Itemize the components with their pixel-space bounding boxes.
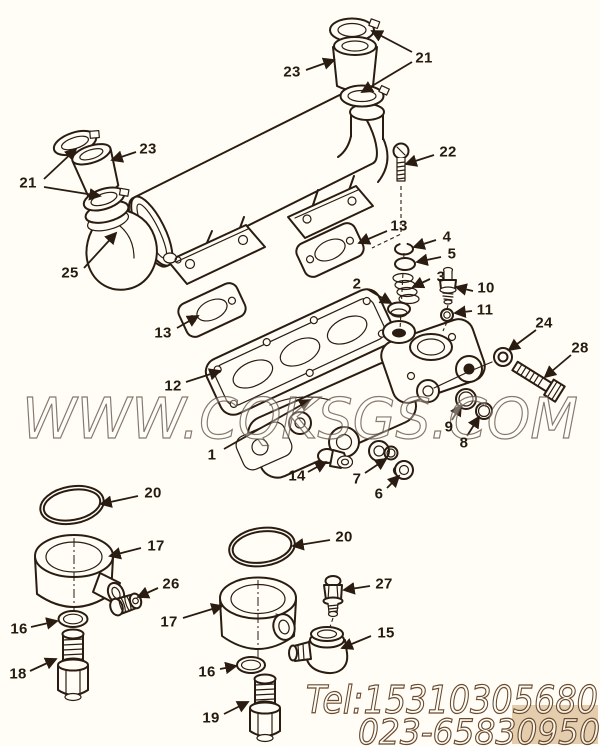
- callout-21-top-right: 21: [415, 49, 433, 67]
- plug-6: [392, 460, 414, 480]
- callout-25: 25: [61, 264, 79, 282]
- washer-24: [493, 347, 513, 367]
- contact-line1: Tel:15310305680: [306, 678, 598, 722]
- callout-20-left: 20: [144, 484, 162, 502]
- mounting-foot-rear: [287, 175, 374, 239]
- callout-17-right: 17: [160, 613, 178, 631]
- oring-20-left: [39, 484, 105, 526]
- hose-assembly-top-left: [52, 129, 130, 212]
- contact-line2: 023-65830950: [358, 713, 600, 746]
- callout-9: 9: [444, 418, 454, 436]
- hose-assembly-top-right: [329, 17, 390, 108]
- callout-10: 10: [477, 279, 495, 297]
- callout-7: 7: [352, 470, 362, 488]
- watermark-text: WWW.CQKSGS.COM: [22, 387, 578, 452]
- callout-1: 1: [207, 446, 217, 464]
- callout-16-left: 16: [10, 620, 28, 638]
- adapter-18: [57, 628, 89, 702]
- gasket-13-left: [177, 282, 247, 338]
- filter-adapter-housing-left: [34, 534, 126, 618]
- callout-21-top-left: 21: [19, 174, 37, 192]
- plug-27: [322, 575, 344, 631]
- callout-4: 4: [442, 228, 452, 246]
- oring-11: [440, 308, 454, 332]
- bolt-28: [511, 360, 566, 403]
- callout-13-right: 13: [390, 217, 408, 235]
- mounting-foot-front: [167, 216, 266, 285]
- callout-18: 18: [9, 665, 27, 683]
- adapter-19: [249, 673, 281, 743]
- callout-8: 8: [459, 434, 469, 452]
- elbow-15: [288, 626, 349, 674]
- date-stamp: [512, 705, 598, 744]
- callout-17-left: 17: [147, 537, 165, 555]
- callout-14: 14: [288, 467, 306, 485]
- plug-14: [317, 448, 354, 469]
- cooler-outlet-elbow: [337, 103, 389, 183]
- oring-7: [383, 445, 399, 461]
- callout-13-left: 13: [154, 324, 172, 342]
- callout-23-top-right: 23: [283, 63, 301, 81]
- callout-27: 27: [375, 575, 393, 593]
- seal-washer-16-right: [236, 656, 266, 674]
- callout-28: 28: [571, 339, 589, 357]
- callout-3: 3: [436, 268, 446, 286]
- callout-24: 24: [535, 314, 553, 332]
- filter-head-housing: [380, 318, 493, 404]
- callout-12: 12: [164, 377, 182, 395]
- screw-22: [371, 142, 410, 249]
- callout-23-top-left: 23: [139, 140, 157, 158]
- cooler-inlet-elbow: [84, 200, 182, 291]
- callout-5: 5: [447, 245, 457, 263]
- filter-adapter-housing-right: [219, 576, 297, 660]
- callout-19: 19: [202, 709, 220, 727]
- callout-15: 15: [377, 624, 395, 642]
- seal-washer-16-left: [57, 610, 89, 628]
- oring-9: [455, 388, 477, 410]
- callout-6: 6: [374, 485, 384, 503]
- oring-20-right: [228, 526, 296, 568]
- gasket-12: [204, 288, 396, 416]
- fitting-26: [109, 592, 143, 617]
- callout-11: 11: [476, 301, 494, 319]
- callout-20-right: 20: [335, 528, 353, 546]
- callout-16-right: 16: [198, 663, 216, 681]
- callout-arrows: [29, 30, 572, 715]
- fitting-10: [439, 266, 457, 310]
- callout-26: 26: [162, 575, 180, 593]
- callout-22: 22: [439, 143, 457, 161]
- callout-2: 2: [352, 275, 362, 293]
- oring-8: [475, 402, 493, 420]
